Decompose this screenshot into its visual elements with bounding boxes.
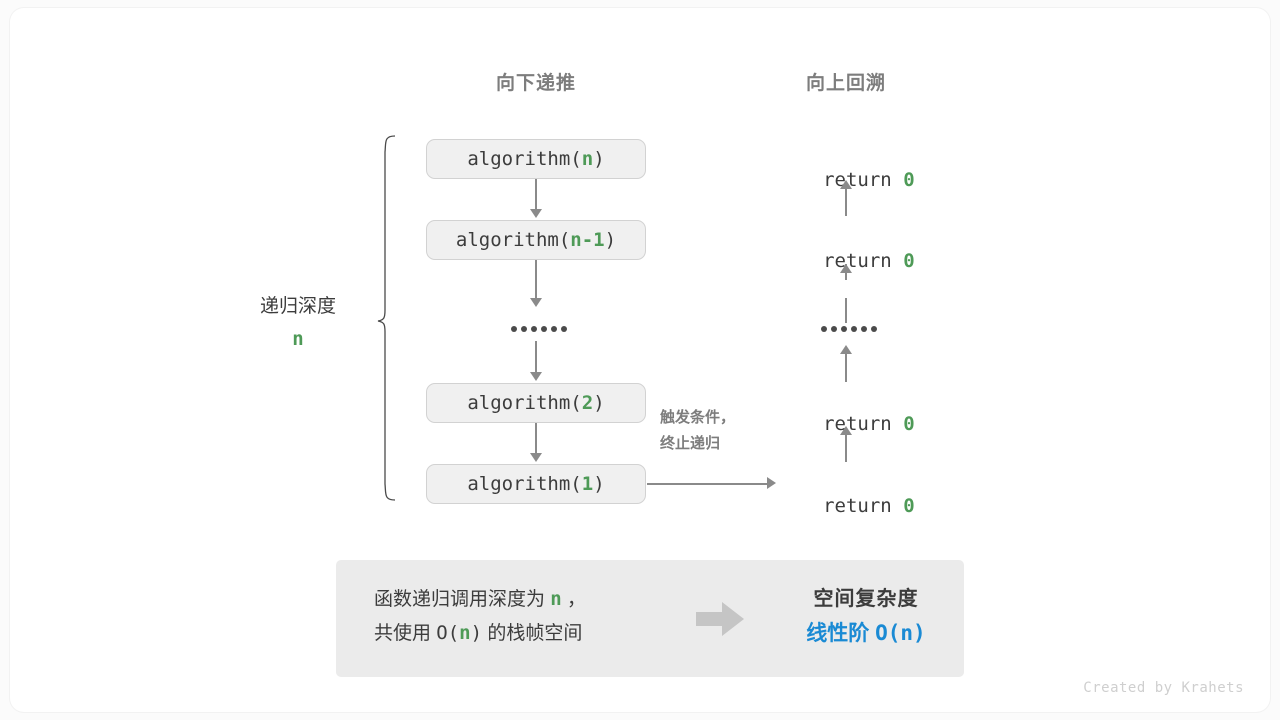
summary-line-2-tail: 的栈帧空间 (482, 623, 583, 644)
down-connector-line-1 (534, 260, 537, 301)
recursion-depth-brace (377, 135, 396, 501)
call-box-prefix: algorithm( (467, 392, 582, 414)
return-value: 0 (903, 413, 915, 435)
up-connector-line-1 (844, 298, 847, 323)
recursion-depth-label: 递归深度 (259, 296, 336, 317)
return-label-1: return 0 (766, 228, 926, 294)
return-value: 0 (903, 495, 915, 517)
column-header-recurse-down: 向下递推 (495, 73, 576, 94)
summary-line-2-bigo-open: O( (436, 622, 460, 644)
summary-line-2: 共使用 O(n) 的栈帧空间 (374, 616, 582, 651)
call-box-suffix: ) (604, 229, 617, 251)
return-text: return (823, 495, 904, 517)
down-connector-arrow-1 (530, 298, 542, 307)
summary-line-2-var: n (459, 622, 471, 644)
call-box-suffix: ) (593, 148, 605, 170)
result-title: 空间复杂度 (813, 588, 919, 610)
trigger-condition-note-line1: 触发条件， (660, 409, 736, 426)
call-box-suffix: ) (593, 473, 605, 495)
up-connector-line-1b (844, 264, 847, 280)
result-bigo: O(n) (875, 621, 926, 645)
return-label-3: return 0 (766, 473, 926, 539)
summary-line-1-text: 函数递归调用深度为 (374, 589, 551, 610)
return-value: 0 (903, 250, 915, 272)
call-box-0[interactable]: algorithm(n) (426, 139, 646, 179)
down-connector-line-0 (534, 179, 537, 211)
up-connector-arrow-3 (840, 426, 852, 435)
call-box-3[interactable]: algorithm(1) (426, 464, 646, 504)
return-value: 0 (903, 169, 915, 191)
recursion-depth-value: n (292, 328, 304, 350)
call-box-arg: 1 (581, 473, 594, 495)
ellipsis-right (821, 326, 877, 332)
call-box-prefix: algorithm( (467, 148, 582, 170)
return-text: return (823, 169, 904, 191)
call-box-prefix: algorithm( (455, 229, 571, 251)
up-connector-line-0 (844, 183, 847, 216)
call-box-arg: 2 (581, 392, 594, 414)
up-connector-line-2 (844, 348, 847, 382)
summary-line-1-var: n (550, 588, 562, 610)
down-connector-line-2 (534, 341, 537, 374)
down-connector-arrow-2 (530, 372, 542, 381)
call-box-suffix: ) (593, 392, 605, 414)
base-case-arrow-head (767, 477, 776, 489)
down-connector-arrow-3 (530, 453, 542, 462)
down-connector-arrow-0 (530, 209, 542, 218)
block-right-arrow-icon (696, 602, 744, 636)
call-box-arg: n (581, 148, 594, 170)
result-order-label: 线性阶 (806, 622, 876, 645)
diagram-canvas: 向下递推 向上回溯 递归深度 n algorithm(n) algorithm(… (10, 8, 1270, 712)
call-box-arg: n-1 (570, 229, 605, 251)
base-case-arrow-line (647, 482, 769, 485)
up-connector-line-3 (844, 429, 847, 462)
call-box-prefix: algorithm( (467, 473, 582, 495)
trigger-condition-note-line2: 终止递归 (660, 435, 721, 452)
summary-line-1-tail: ， (561, 589, 587, 610)
summary-line-1: 函数递归调用深度为 n ， (374, 582, 586, 617)
call-box-2[interactable]: algorithm(2) (426, 383, 646, 423)
return-text: return (823, 250, 904, 272)
column-header-backtrack-up: 向上回溯 (805, 73, 886, 94)
return-text: return (823, 413, 904, 435)
up-connector-arrow-2 (840, 345, 852, 354)
summary-line-2-bigo-close: ) (470, 622, 483, 644)
ellipsis-left (511, 326, 567, 332)
up-connector-arrow-0 (840, 180, 852, 189)
call-box-1[interactable]: algorithm(n-1) (426, 220, 646, 260)
summary-line-2-text: 共使用 (374, 623, 437, 644)
trigger-condition-note: 触发条件， 终止递归 (660, 405, 735, 457)
credit-text: Created by Krahets (1083, 680, 1244, 696)
down-connector-line-3 (534, 423, 537, 455)
summary-panel: 函数递归调用深度为 n ， 共使用 O(n) 的栈帧空间 空间复杂度 线性阶 O… (336, 560, 964, 677)
result-value: 线性阶 O(n) (766, 617, 966, 647)
